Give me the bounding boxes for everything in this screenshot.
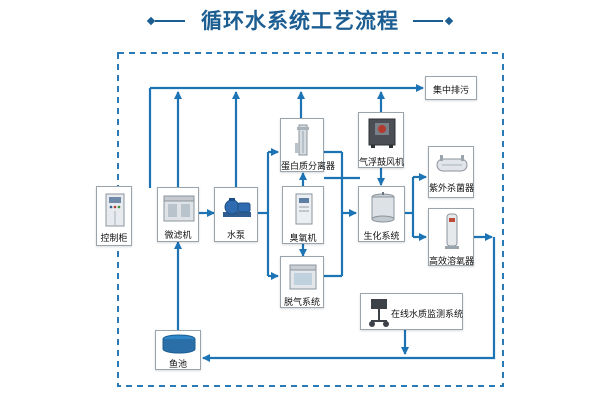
node-uv-sterilizer[interactable]: 紫外杀菌器 — [428, 146, 474, 198]
microfilter-machine-icon — [163, 195, 195, 222]
title-line-right — [413, 20, 443, 22]
air-blower-icon — [368, 118, 396, 148]
biochemical-tank-icon — [371, 192, 395, 223]
uv-sterilizer-icon — [436, 155, 468, 172]
control-cabinet-icon — [105, 193, 125, 227]
air-blower-label: 气浮鼓风机 — [359, 158, 405, 168]
node-control-cabinet[interactable]: 控制柜 — [96, 186, 132, 246]
biochem-system-label: 生化系统 — [363, 232, 400, 242]
oxygen-cone-label: 高效溶氧器 — [429, 257, 475, 267]
water-pump-icon — [223, 198, 251, 217]
ozone-generator-label: 臭氧机 — [289, 234, 317, 244]
node-monitor[interactable]: 在线水质监测系统 — [360, 293, 463, 330]
flow-return-loop — [202, 237, 496, 362]
node-air-blower[interactable]: 气浮鼓风机 — [358, 112, 404, 168]
water-pump-label: 水泵 — [226, 231, 245, 241]
fish-pond-label: 鱼池 — [168, 360, 187, 370]
oxygen-cone-icon — [445, 213, 459, 249]
degassing-label: 脱气系统 — [283, 298, 320, 308]
title-line-left — [155, 20, 185, 22]
microfilter-label: 微滤机 — [164, 231, 192, 241]
node-water-pump[interactable]: 水泵 — [214, 187, 258, 242]
node-discharge[interactable]: 集中排污 — [425, 76, 477, 100]
discharge-label: 集中排污 — [432, 86, 469, 96]
ozone-generator-icon — [295, 193, 313, 225]
control-cabinet-label: 控制柜 — [100, 234, 128, 244]
node-microfilter[interactable]: 微滤机 — [157, 187, 199, 242]
node-fish-pond[interactable]: 鱼池 — [155, 330, 201, 370]
protein-skimmer-icon — [295, 124, 309, 156]
diagram-title: 循环水系统工艺流程 — [201, 9, 399, 33]
node-ozone-generator[interactable]: 臭氧机 — [282, 186, 324, 244]
water-quality-monitor-icon — [369, 299, 389, 327]
node-biochem-system[interactable]: 生化系统 — [358, 186, 405, 242]
node-degassing[interactable]: 脱气系统 — [280, 256, 324, 308]
fish-pond-icon — [162, 334, 196, 354]
node-oxygen-cone[interactable]: 高效溶氧器 — [428, 208, 475, 267]
uv-sterilizer-label: 紫外杀菌器 — [429, 184, 475, 194]
monitor-label: 在线水质监测系统 — [391, 310, 464, 320]
title-bar: 循环水系统工艺流程 — [0, 6, 600, 36]
node-protein-skimmer[interactable]: 蛋白质分离器 — [280, 118, 336, 172]
protein-skimmer-label: 蛋白质分离器 — [281, 162, 336, 172]
degassing-system-icon — [289, 264, 317, 290]
